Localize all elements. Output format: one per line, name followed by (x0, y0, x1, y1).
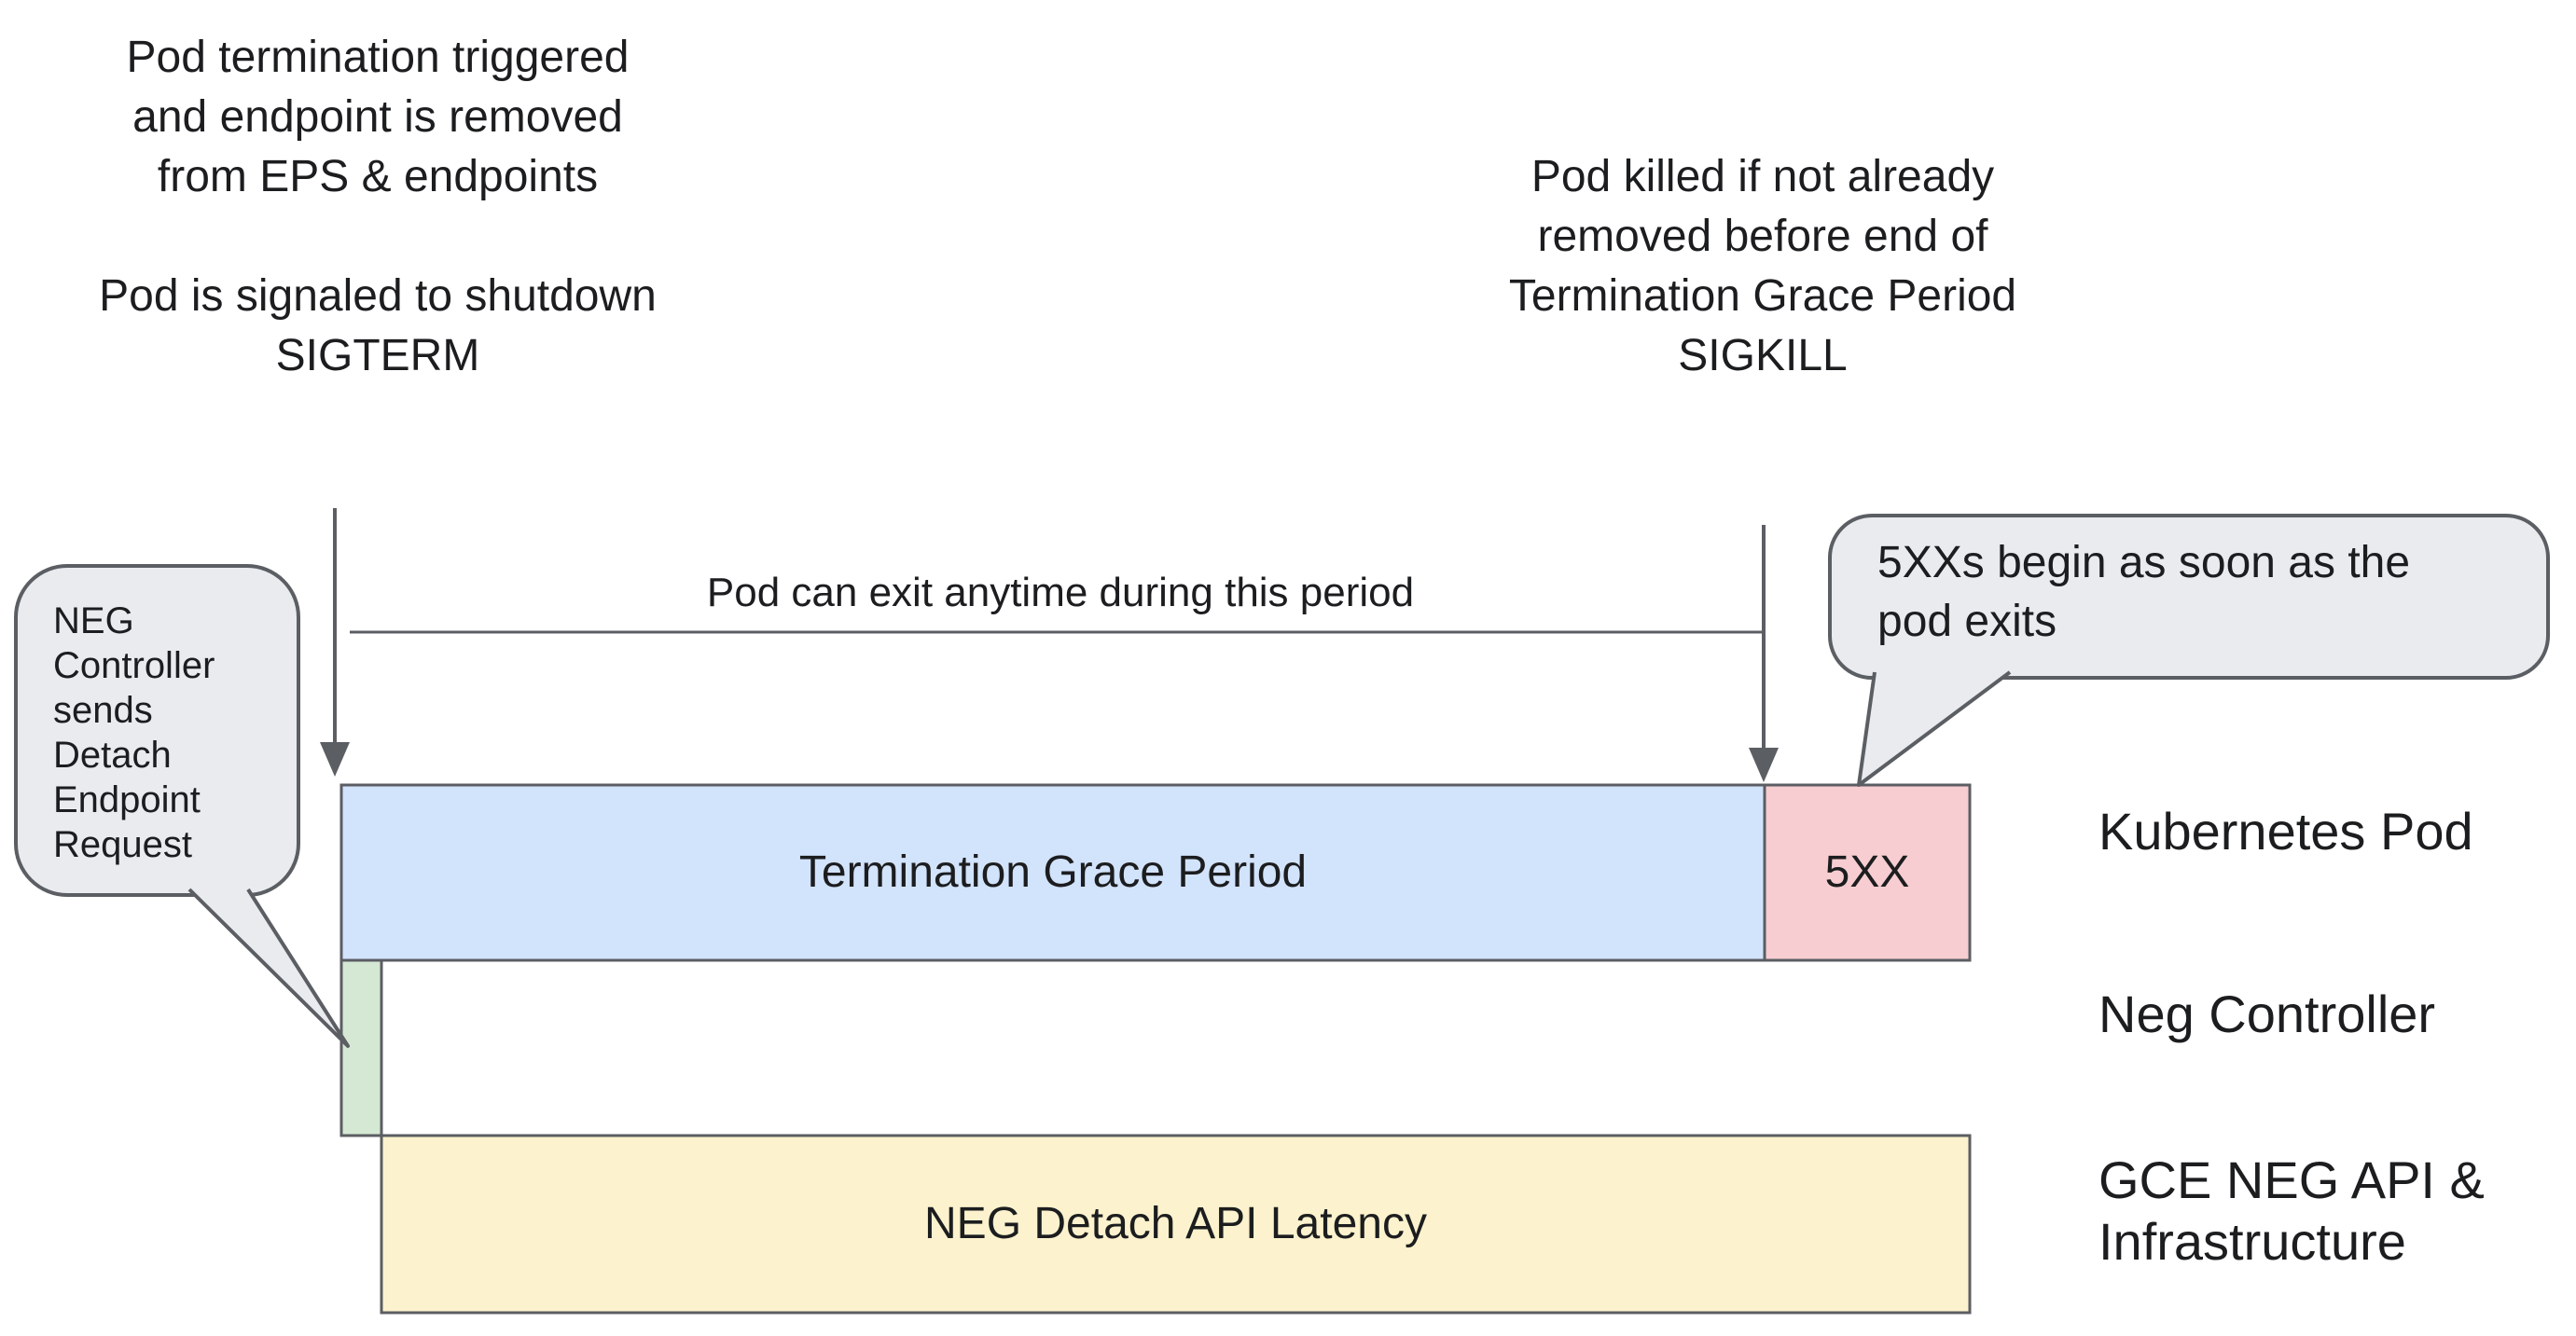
fivexx-bar-label: 5XX (1824, 847, 1910, 897)
neg-controller-callout-bubble (14, 564, 300, 897)
lane-label-gce-neg-api: GCE NEG API & Infrastructure (2098, 1150, 2485, 1271)
lane-label-kubernetes-pod: Kubernetes Pod (2098, 802, 2473, 861)
neg-detach-api-latency-bar-label: NEG Detach API Latency (924, 1199, 1427, 1248)
pod-can-exit-label: Pod can exit anytime during this period (706, 570, 1415, 615)
fivexx-callout-text: 5XXs begin as soon as the pod exits (1877, 538, 2411, 646)
sigkill-arrowhead-icon (1749, 748, 1779, 782)
termination-grace-period-bar-label: Termination Grace Period (798, 847, 1308, 897)
fivexx-callout-tail (1857, 670, 2012, 787)
sigterm-arrowhead-icon (320, 742, 350, 777)
neg-controller-callout-tail (187, 888, 350, 1048)
pod-killed-note: Pod killed if not already removed before… (1508, 152, 2017, 380)
neg-detach-api-latency-bar (380, 1134, 1972, 1315)
termination-grace-period-bar (339, 783, 1766, 962)
pod-termination-note: Pod termination triggered and endpoint i… (99, 33, 657, 380)
fivexx-callout-bubble (1828, 514, 2550, 680)
neg-controller-callout-text: NEG Controller sends Detach Endpoint Req… (53, 600, 215, 865)
neg-controller-detach-tick-bar (339, 958, 383, 1137)
fivexx-bar (1763, 783, 1972, 962)
lane-label-neg-controller: Neg Controller (2098, 985, 2436, 1043)
